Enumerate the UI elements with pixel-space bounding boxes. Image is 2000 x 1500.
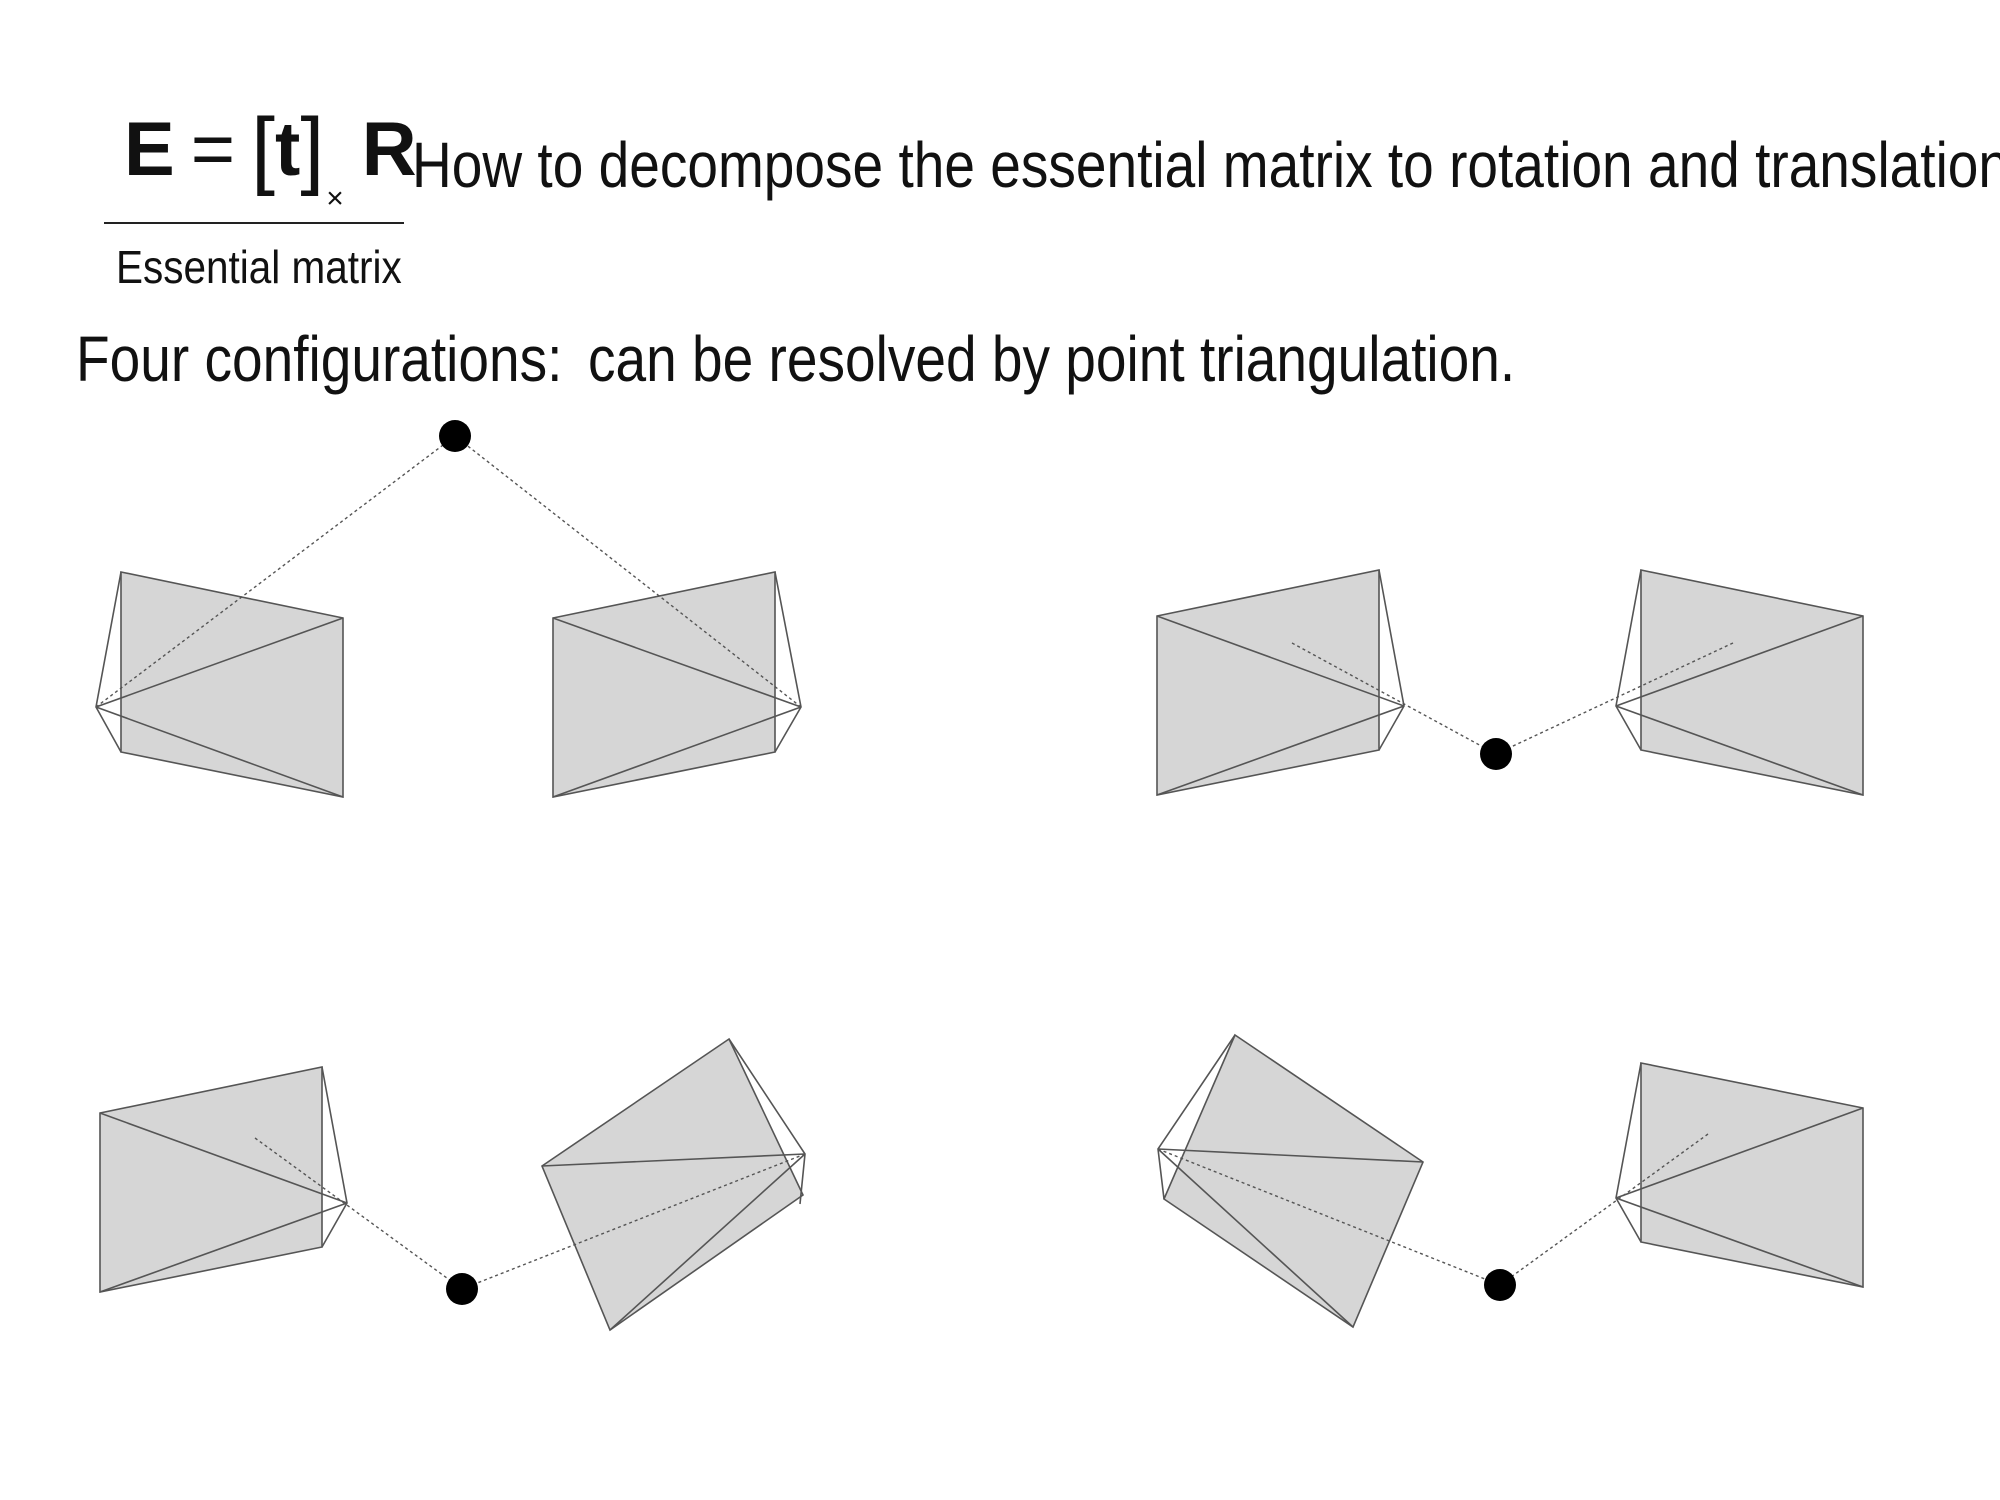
config1-projection-ray-right (454, 435, 802, 708)
config2-left-ray-bottom (1156, 705, 1405, 796)
config3-left-camera (99, 1066, 348, 1293)
eq-E: E (124, 107, 175, 192)
config4-left-image-plane (1163, 1033, 1424, 1329)
config1-3d-point (439, 420, 471, 452)
config1-right-frustum (774, 571, 802, 753)
question-text: How to decompose the essential matrix to… (412, 129, 2000, 201)
config3-right-image-plane (541, 1037, 805, 1332)
config4-right-ray-top (1615, 1107, 1864, 1199)
config2-left-ray-top (1156, 615, 1405, 707)
eq-R: R (361, 107, 417, 192)
config2-left-camera (1156, 569, 1405, 796)
config1-left-frustum (95, 571, 122, 753)
config3-left-ray-top (99, 1112, 348, 1204)
config4-3d-point (1484, 1269, 1516, 1301)
config1-right-ray-top (552, 617, 802, 708)
config2-3d-point (1480, 738, 1512, 770)
eq-bracket-close: ] (300, 101, 325, 197)
config3-right-camera (541, 1037, 806, 1332)
config2-right-camera (1615, 569, 1864, 796)
config3-left-frustum (321, 1066, 348, 1248)
configurations-note: can be resolved by point triangulation. (588, 323, 1516, 395)
config2-projection-ray-right (1495, 642, 1734, 755)
eq-equals: = (190, 107, 236, 192)
config1-left-ray-top (95, 617, 344, 708)
config4-right-image-plane (1640, 1062, 1864, 1288)
config4-projection-ray-left (1157, 1148, 1501, 1286)
config1-left-camera (95, 571, 344, 798)
config1-right-ray-bottom (552, 706, 802, 798)
config3-right-ray-bottom (609, 1153, 806, 1331)
config2-left-image-plane (1156, 569, 1380, 796)
equation-underline (104, 222, 404, 224)
config1-left-image-plane (120, 571, 344, 798)
equation-label: Essential matrix (116, 241, 402, 293)
config3-left-ray-bottom (99, 1202, 348, 1293)
config3-3d-point (446, 1273, 478, 1305)
config4-right-ray-bottom (1615, 1197, 1864, 1288)
config2-projection-ray-left (1291, 642, 1497, 755)
configuration-4 (1157, 1033, 1864, 1329)
config2-right-frustum (1615, 569, 1642, 751)
config3-projection-ray-right (461, 1153, 806, 1290)
eq-cross-subscript: × (326, 182, 344, 215)
config3-right-ray-top (541, 1153, 806, 1167)
eq-t: t (275, 107, 301, 192)
config1-projection-ray-left (95, 435, 456, 708)
configurations-heading: Four configurations: (76, 323, 563, 395)
eq-bracket-open: [ (251, 101, 275, 197)
config4-left-ray-top (1157, 1148, 1424, 1163)
config4-left-camera (1157, 1033, 1424, 1329)
configuration-2 (1156, 569, 1864, 796)
config1-right-image-plane (552, 571, 776, 798)
essential-matrix-equation: E = [ t ] × R Essential matrix (104, 106, 417, 293)
config3-left-image-plane (99, 1066, 323, 1293)
config4-left-ray-bottom (1157, 1148, 1354, 1328)
config1-left-ray-bottom (95, 706, 344, 798)
equation-formula: E = [ t ] × R (124, 106, 417, 215)
config2-right-ray-top (1615, 615, 1864, 707)
config4-right-frustum (1615, 1062, 1642, 1243)
config3-projection-ray-left (254, 1137, 463, 1290)
config2-right-image-plane (1640, 569, 1864, 796)
configuration-3 (99, 1037, 806, 1332)
config4-right-camera (1615, 1062, 1864, 1288)
configuration-1 (95, 420, 802, 798)
config2-right-ray-bottom (1615, 705, 1864, 796)
config4-projection-ray-right (1499, 1133, 1709, 1286)
config2-left-frustum (1378, 569, 1405, 751)
config1-right-camera (552, 571, 802, 798)
